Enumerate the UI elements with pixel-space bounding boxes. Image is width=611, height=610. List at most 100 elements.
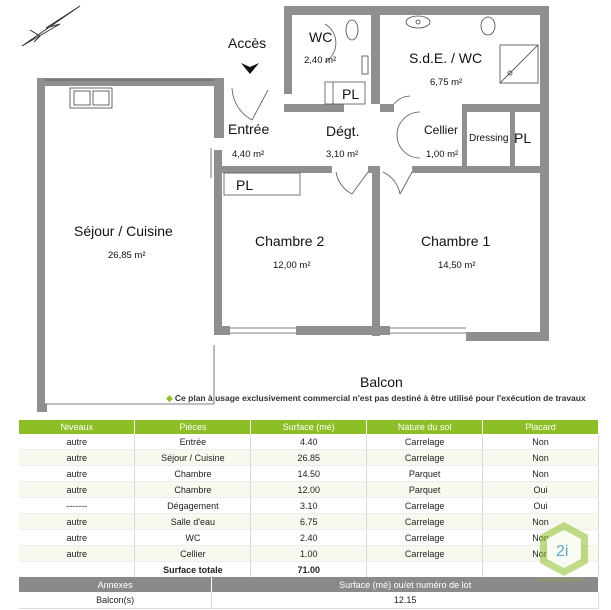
placard-chambre2-label: PL	[236, 177, 253, 193]
cell: Balcon(s)	[19, 592, 213, 609]
cell: Parquet	[366, 481, 484, 498]
table-row: autre Chambre 12.00 Parquet Oui	[19, 481, 599, 498]
access-arrow-icon	[241, 63, 259, 74]
cell: Cellier	[134, 545, 252, 562]
table-row: autre Cellier 1.00 Carrelage Non	[19, 545, 599, 562]
cell: Carrelage	[366, 497, 484, 514]
room-sejour-area: 26,85 m²	[108, 250, 146, 261]
cell: Dégagement	[134, 497, 252, 514]
cell: 26.85	[250, 449, 368, 466]
cell: 14.50	[250, 465, 368, 482]
cell: Parquet	[366, 465, 484, 482]
cell: Chambre	[134, 481, 252, 498]
compass-icon	[21, 5, 81, 47]
annexes-table: Annexes Surface (mé) ou/et numéro de lot…	[19, 577, 599, 609]
total-label: Surface totale	[134, 561, 252, 578]
cell: Entrée	[134, 434, 252, 450]
cell: 12.00	[250, 481, 368, 498]
cell: autre	[19, 545, 136, 562]
cell: Salle d'eau	[134, 513, 252, 530]
cell: Carrelage	[366, 434, 484, 450]
table-row: autre Salle d'eau 6.75 Carrelage Non	[19, 513, 599, 530]
room-cellier-name: Cellier	[424, 123, 458, 137]
cell: Non	[482, 449, 599, 466]
header-placard: Placard	[482, 420, 599, 434]
sink-icon	[69, 87, 113, 109]
cell: 3.10	[250, 497, 368, 514]
placard-dressing-label: PL	[514, 130, 531, 146]
hexagon-logo-icon: 2i	[540, 522, 588, 576]
pieces-table: Niveaux Pièces Surface (mé) Nature du so…	[19, 420, 599, 578]
shower-icon	[405, 15, 539, 84]
cell: 6.75	[250, 513, 368, 530]
label-balcon: Balcon	[360, 374, 403, 390]
pieces-table-header: Niveaux Pièces Surface (mé) Nature du so…	[19, 420, 599, 434]
cell: 1.00	[250, 545, 368, 562]
table-row: autre WC 2.40 Carrelage Non	[19, 529, 599, 546]
cell	[19, 561, 136, 578]
header-pieces: Pièces	[134, 420, 252, 434]
cell: Non	[482, 434, 599, 450]
total-row: Surface totale 71.00	[19, 561, 599, 578]
header-annexes-surface: Surface (mé) ou/et numéro de lot	[211, 577, 599, 592]
room-chambre1-name: Chambre 1	[421, 233, 490, 249]
logo-brand: AGENCE SUD-OUEST	[538, 577, 583, 582]
label-acces: Accès	[228, 35, 266, 51]
room-wc-area: 2,40 m²	[304, 55, 336, 66]
room-chambre2-area: 12,00 m²	[273, 260, 311, 271]
room-entree-area: 4,40 m²	[232, 149, 264, 160]
room-wc-name: WC	[309, 29, 332, 45]
cell: autre	[19, 465, 136, 482]
logo-text: 2i	[556, 543, 568, 560]
room-sde-area: 6,75 m²	[430, 77, 462, 88]
cell: Non	[482, 465, 599, 482]
table-row: autre Entrée 4.40 Carrelage Non	[19, 434, 599, 450]
cell: -------	[19, 497, 136, 514]
annexes-table-header: Annexes Surface (mé) ou/et numéro de lot	[19, 577, 599, 592]
placard-wc-label: PL	[342, 86, 359, 102]
header-niveaux: Niveaux	[19, 420, 136, 434]
room-entree-name: Entrée	[228, 121, 269, 137]
cell: Carrelage	[366, 513, 484, 530]
table-row: autre Chambre 14.50 Parquet Non	[19, 465, 599, 482]
room-degt-area: 3,10 m²	[326, 149, 358, 160]
cell: Séjour / Cuisine	[134, 449, 252, 466]
cell: autre	[19, 449, 136, 466]
cell: autre	[19, 434, 136, 450]
cell: WC	[134, 529, 252, 546]
header-nature-sol: Nature du sol	[366, 420, 484, 434]
room-dressing-name: Dressing	[469, 133, 508, 144]
cell: Oui	[482, 481, 599, 498]
header-annexes: Annexes	[19, 577, 213, 592]
disclaimer: ◆Ce plan à usage exclusivement commercia…	[166, 393, 606, 404]
cell: Carrelage	[366, 545, 484, 562]
cell: Carrelage	[366, 449, 484, 466]
table-row: ------- Dégagement 3.10 Carrelage Oui	[19, 497, 599, 514]
cell: 2.40	[250, 529, 368, 546]
walls	[37, 6, 549, 412]
table-row: Balcon(s) 12.15	[19, 592, 599, 609]
total-value: 71.00	[250, 561, 368, 578]
floor-plan: Accès WC 2,40 m² S.d.E. / WC 6,75 m² Ent…	[21, 5, 549, 412]
room-sejour-name: Séjour / Cuisine	[74, 223, 173, 239]
cell: 12.15	[211, 592, 599, 609]
cell: Chambre	[134, 465, 252, 482]
toilet-icon	[345, 19, 369, 75]
header-surface: Surface (mé)	[250, 420, 368, 434]
table-row: autre Séjour / Cuisine 26.85 Carrelage N…	[19, 449, 599, 466]
room-degt-name: Dégt.	[326, 123, 359, 139]
room-sde-name: S.d.E. / WC	[409, 50, 482, 66]
room-chambre2-name: Chambre 2	[255, 233, 324, 249]
cell	[366, 561, 484, 578]
disclaimer-text: Ce plan à usage exclusivement commercial…	[174, 393, 586, 403]
cell: Carrelage	[366, 529, 484, 546]
room-chambre1-area: 14,50 m²	[438, 260, 476, 271]
cell: Oui	[482, 497, 599, 514]
logo: 2i AGENCE SUD-OUEST	[536, 520, 596, 584]
diamond-icon: ◆	[166, 393, 173, 403]
cell: autre	[19, 481, 136, 498]
cell: 4.40	[250, 434, 368, 450]
room-cellier-area: 1,00 m²	[426, 149, 458, 160]
cell: autre	[19, 529, 136, 546]
cell: autre	[19, 513, 136, 530]
